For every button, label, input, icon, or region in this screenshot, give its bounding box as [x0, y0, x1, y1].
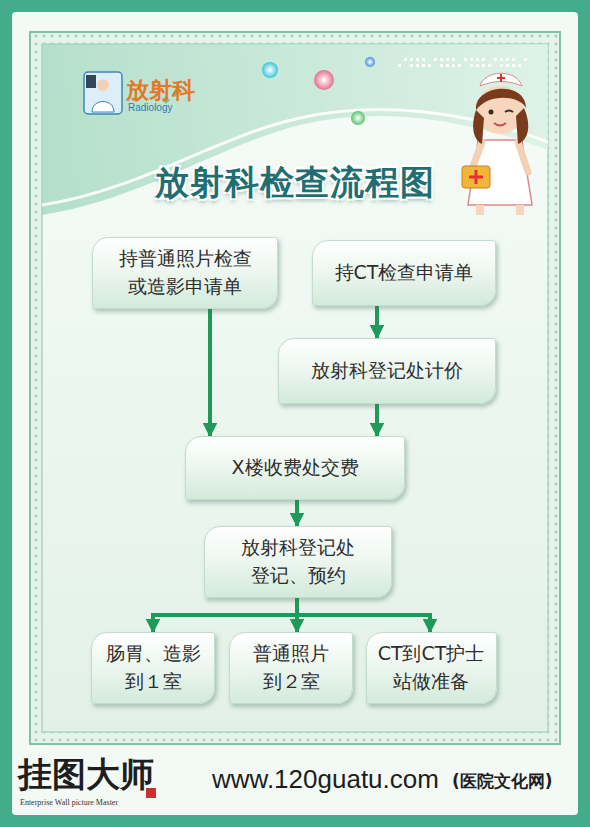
dot: [506, 64, 509, 67]
process-box: 肠胃、造影 到１室: [91, 632, 215, 704]
text-holder: CT到CT护士 站做准备: [377, 640, 486, 695]
dot: [470, 58, 473, 61]
dot: [458, 64, 461, 67]
dot: [428, 64, 431, 67]
dot: [476, 58, 479, 61]
process-box: 持CT检查申请单: [312, 240, 496, 306]
dot: [452, 64, 455, 67]
dot: [422, 58, 425, 61]
bubble: [365, 57, 375, 67]
dot: [440, 64, 443, 67]
dot: [524, 58, 527, 61]
box-text: 放射科登记处计价: [311, 357, 463, 385]
poster-sheet: [12, 12, 578, 815]
dot: [410, 58, 413, 61]
dot: [476, 64, 479, 67]
dot: [500, 58, 503, 61]
process-box: X楼收费处交费: [185, 436, 405, 500]
flow-arrow: [297, 598, 430, 632]
logo-text: Radiology: [128, 102, 172, 113]
bubble: [262, 62, 278, 78]
process-box: 放射科登记处计价: [278, 338, 496, 404]
dot: [440, 58, 443, 61]
text-holder: 放射科登记处计价: [311, 357, 463, 385]
dot: [512, 58, 515, 61]
box-text: 持CT检查申请单: [335, 259, 474, 287]
inner-panel: [42, 44, 548, 732]
dot: [500, 64, 503, 67]
dot: [434, 58, 437, 61]
dot: [464, 58, 467, 61]
dot: [518, 64, 521, 67]
flow-arrow: [375, 404, 379, 436]
box-text: 持普通照片检查 或造影申请单: [103, 245, 267, 300]
dot: [398, 64, 401, 67]
dot: [404, 58, 407, 61]
dot: [422, 64, 425, 67]
box-text: 肠胃、造影 到１室: [102, 640, 204, 695]
text-holder: 放射科登记处 登记、预约: [215, 534, 381, 589]
dot: [488, 64, 491, 67]
box-text: X楼收费处交费: [231, 454, 358, 482]
text-holder: 普通照片 到２室: [240, 640, 342, 695]
nurse-illustration: [462, 73, 532, 215]
dot: [416, 58, 419, 61]
flow-arrow: [153, 598, 297, 632]
bubble: [314, 70, 334, 90]
footer-text: www.120guatu.com: [212, 764, 439, 795]
flow-arrow: [295, 500, 299, 526]
ornament-frame: [30, 32, 560, 744]
text-holder: X楼收费处交费: [231, 454, 358, 482]
text-holder: 肠胃、造影 到１室: [102, 640, 204, 695]
flow-arrow: [208, 309, 212, 436]
process-box: 持普通照片检查 或造影申请单: [92, 237, 278, 309]
box-text: CT到CT护士 站做准备: [377, 640, 486, 695]
dot: [446, 64, 449, 67]
dot: [506, 58, 509, 61]
flow-arrow: [375, 306, 379, 338]
dot: [494, 58, 497, 61]
box-text: 放射科登记处 登记、预约: [215, 534, 381, 589]
box-text: 普通照片 到２室: [240, 640, 342, 695]
process-box: CT到CT护士 站做准备: [366, 632, 497, 704]
footer-text: 挂图大师: [18, 752, 154, 798]
dot: [470, 64, 473, 67]
text-holder: 持CT检查申请单: [335, 259, 474, 287]
footer-text: (医院文化网): [452, 770, 553, 793]
dot-strip: [398, 58, 527, 67]
bubble: [351, 111, 365, 125]
poster-title: 放射科检查流程图: [0, 160, 590, 206]
text-holder: 持普通照片检查 或造影申请单: [103, 245, 267, 300]
dot: [452, 58, 455, 61]
dot: [482, 64, 485, 67]
dot: [512, 64, 515, 67]
process-box: 放射科登记处 登记、预约: [204, 526, 392, 598]
logo-text: 放射科: [126, 75, 195, 106]
dot: [416, 64, 419, 67]
dot: [482, 58, 485, 61]
dot: [410, 64, 413, 67]
footer-text: Enterprise Wall picture Master: [20, 798, 118, 807]
dot: [446, 58, 449, 61]
process-box: 普通照片 到２室: [229, 632, 353, 704]
